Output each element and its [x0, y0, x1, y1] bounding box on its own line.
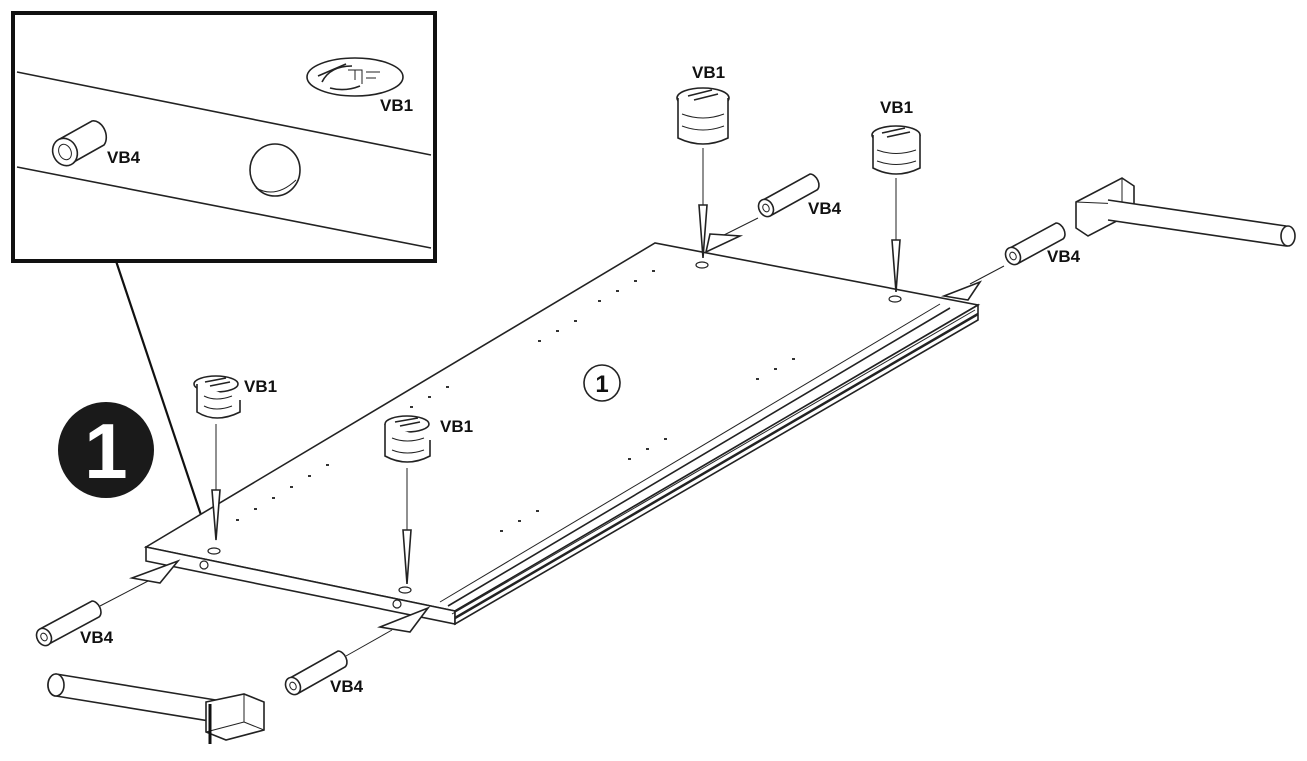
cam-lock-icon: [193, 375, 241, 419]
inset-panel-edge-top: [16, 71, 432, 156]
dowel-label: VB4: [808, 199, 842, 218]
detail-inset: VB1 VB4: [11, 11, 437, 263]
cam-lock-icon: [676, 87, 730, 145]
panel-number: 1: [595, 371, 608, 398]
dowel-label: VB4: [80, 628, 114, 647]
step-badge: 1: [58, 402, 154, 498]
wooden-dowel-icon: [35, 600, 102, 647]
wooden-dowel-icon: [1004, 222, 1066, 266]
dowel-4: VB4: [940, 222, 1081, 301]
shelf-pin-holes: [236, 270, 795, 532]
dowel-2: VB4: [284, 606, 431, 696]
cam-lock-1: VB1: [193, 375, 277, 541]
step-number: 1: [84, 407, 127, 495]
cam-lock-label: VB1: [880, 98, 913, 117]
inset-cam-lock-icon: [306, 57, 404, 97]
callout-leader-line: [114, 260, 214, 549]
inset-dowel-icon: [51, 120, 108, 167]
insertion-arrow-icon: [891, 239, 901, 293]
inset-cam-hole: [249, 143, 301, 197]
cam-lock-3: VB1: [676, 63, 730, 259]
cam-lock-icon: [871, 125, 921, 175]
insertion-arrow-icon: [377, 606, 431, 633]
cam-lock-4: VB1: [871, 98, 921, 293]
insertion-arrow-icon: [128, 559, 181, 584]
cam-lock-2: VB1: [384, 415, 473, 585]
cam-lock-icon: [384, 415, 431, 463]
dowel-3: VB4: [704, 173, 842, 254]
cam-lock-label: VB1: [440, 417, 473, 436]
dowel-1: VB4: [35, 559, 181, 647]
wooden-dowel-icon: [284, 650, 348, 696]
inset-cam-label: VB1: [380, 96, 413, 115]
wooden-dowel-icon: [757, 173, 820, 218]
inset-dowel-label: VB4: [107, 148, 141, 167]
insertion-arrow-icon: [940, 280, 983, 301]
hammer-icon: [1075, 177, 1296, 247]
insertion-arrow-icon: [704, 233, 744, 254]
dowel-label: VB4: [330, 677, 364, 696]
cam-lock-label: VB1: [244, 377, 277, 396]
panel-number-circle: [583, 364, 621, 402]
cam-lock-label: VB1: [692, 63, 725, 82]
hammer-icon: [47, 673, 265, 744]
insertion-arrow-icon: [698, 204, 708, 259]
insertion-arrow-icon: [211, 489, 221, 541]
dowel-label: VB4: [1047, 247, 1081, 266]
panel-board: 1: [143, 242, 981, 626]
insertion-arrow-icon: [402, 529, 412, 585]
inset-panel-edge-bottom: [16, 166, 432, 249]
